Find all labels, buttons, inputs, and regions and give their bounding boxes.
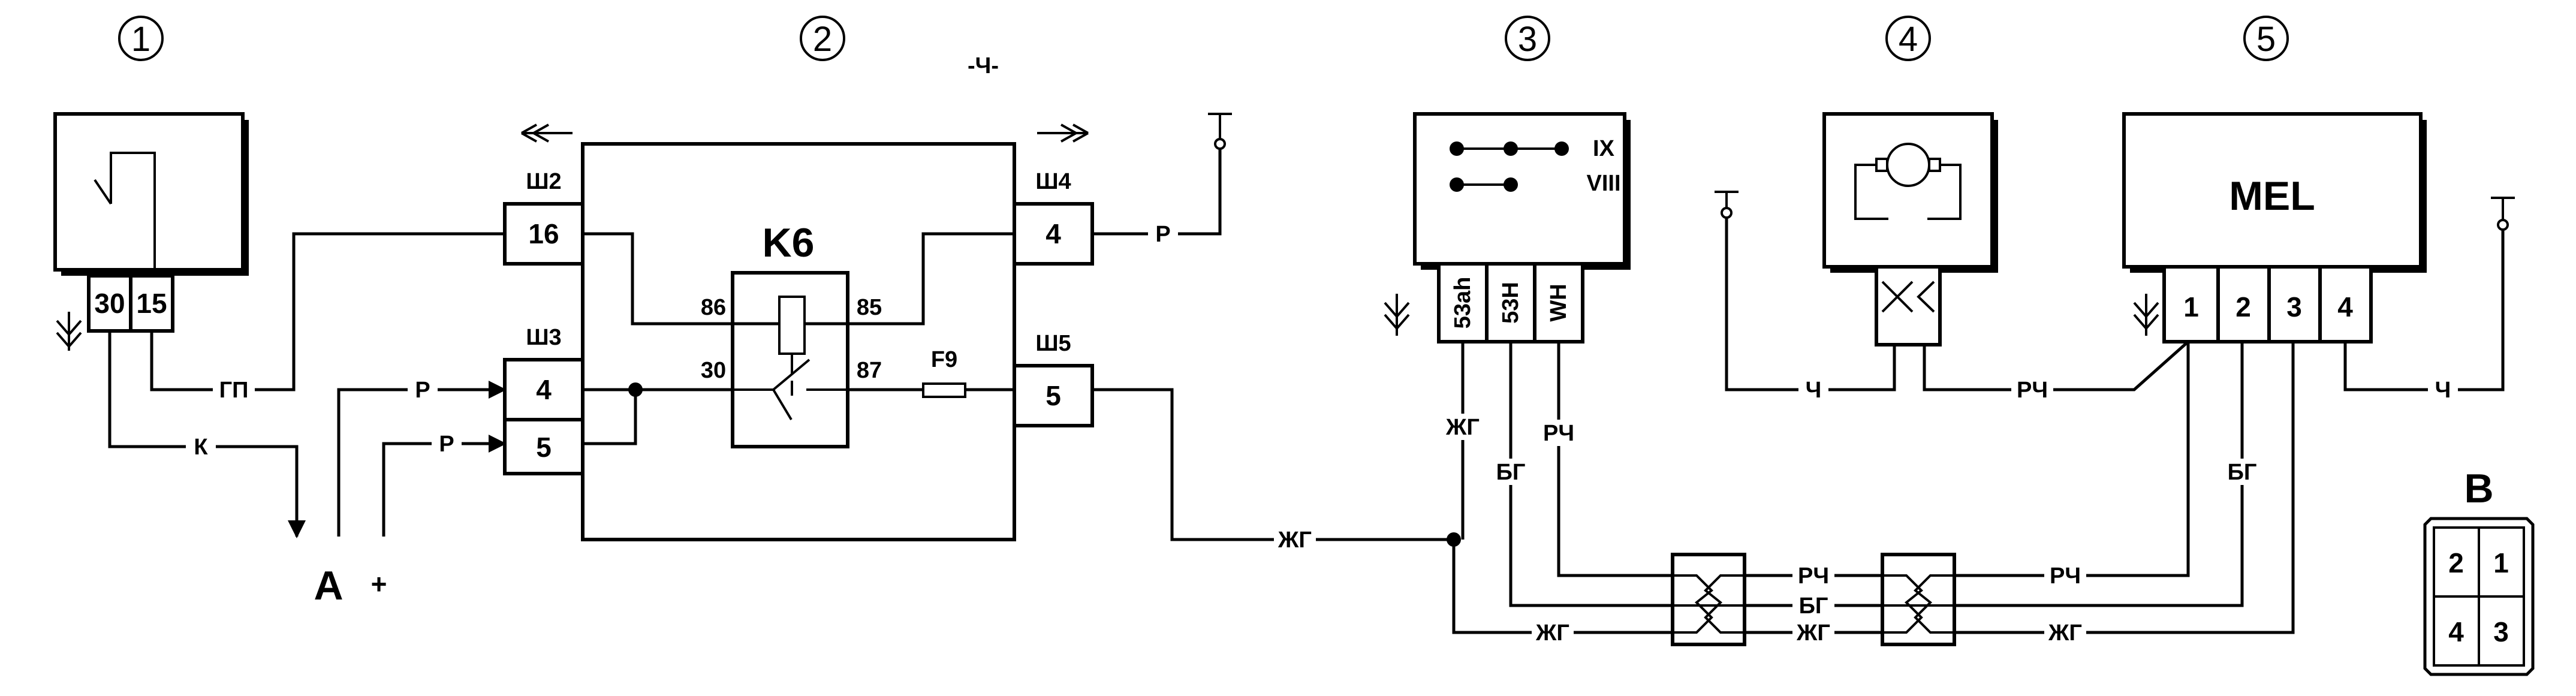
component-4-label: 4 — [1899, 20, 1918, 59]
connector-sh4-pin-label: 4 — [1046, 218, 1061, 249]
relay-pin-85: 85 — [857, 295, 882, 320]
mel-label: MEL — [2229, 173, 2315, 219]
mel-terminal-1-label: 1 — [2183, 291, 2199, 323]
terminal-53h — [1485, 262, 1536, 344]
connector-sh3-label: Ш3 — [526, 325, 561, 350]
wire-label-r-2: Р — [439, 432, 454, 457]
connector-sh2-label: Ш2 — [526, 169, 561, 194]
component-2-relay-block: Ш2 16 Ш3 4 5 Ш4 4 Ш5 5 K6 86 85 30 87 F9 — [503, 123, 1094, 541]
relay-k6 — [731, 271, 849, 448]
position-viii: VIII — [1586, 171, 1620, 196]
inline-connector-1 — [1671, 553, 1746, 646]
connector-sh3-pin-5 — [503, 418, 585, 475]
position-ix: IX — [1593, 136, 1615, 161]
plug-pin-4: 4 — [2448, 616, 2464, 647]
inline-connector-2 — [1881, 553, 1956, 646]
wire-label-zhg-2: ЖГ — [1445, 415, 1480, 440]
connector-sh4-pin-4 — [1013, 202, 1094, 266]
component-4-number: 4 — [1885, 16, 1931, 61]
connector-sh3-pin-5-label: 5 — [536, 432, 552, 463]
ground-symbol-5 — [2133, 294, 2159, 336]
component-3-wiper-switch: IX VIII 53ah 53H WH — [1384, 112, 1631, 344]
top-wire-label: -Ч- — [968, 53, 999, 79]
connector-sh3-pin-4-label: 4 — [536, 374, 552, 405]
relay-pin-30: 30 — [701, 358, 726, 383]
wire-label-rch-4: РЧ — [2017, 378, 2048, 403]
wire-label-r-1: Р — [415, 378, 430, 403]
relay-pin-87: 87 — [857, 358, 882, 383]
wires-component-3: ЖГ БГ РЧ ЖГ — [1442, 342, 1673, 646]
wires-between-connectors: РЧ БГ ЖГ РЧ ЖГ БГ — [1745, 342, 2295, 646]
ground-symbol-3 — [1384, 294, 1410, 336]
wire-label-rch-1: РЧ — [1543, 421, 1574, 446]
mel-terminal-1 — [2162, 265, 2220, 344]
wire-label-zhg-1: ЖГ — [1278, 528, 1312, 553]
mel-terminal-3-label: 3 — [2286, 291, 2302, 323]
plug-pin-1: 1 — [2493, 547, 2509, 579]
terminal-a-label: A — [314, 563, 343, 608]
component-4-motor: Ч РЧ — [1715, 112, 2189, 403]
connector-sh5-pin-5 — [1013, 364, 1094, 427]
component-5-mel: MEL 1 2 3 4 Ч — [2122, 112, 2515, 403]
wire-label-rch-3: РЧ — [2050, 564, 2081, 589]
connector-sh3-pin-4 — [503, 358, 585, 421]
component-1-label: 1 — [131, 20, 150, 59]
component-3-number: 3 — [1505, 16, 1550, 61]
connector-sh4-label: Ш4 — [1035, 169, 1071, 194]
fuse-f9-label: F9 — [931, 347, 957, 372]
relay-k6-label: K6 — [763, 220, 815, 266]
terminal-wh-label: WH — [1546, 284, 1571, 321]
relay-pin-86: 86 — [701, 295, 726, 320]
wire-label-r-3: Р — [1155, 222, 1170, 247]
mel-terminal-2-label: 2 — [2235, 291, 2251, 323]
wire-label-zhg-5: ЖГ — [2048, 620, 2082, 646]
mel-terminal-2 — [2216, 265, 2271, 344]
plug-pin-3: 3 — [2493, 616, 2509, 647]
terminal-53h-label: 53H — [1498, 282, 1523, 324]
wire-label-bg-2: БГ — [1799, 593, 1828, 619]
wire-label-zhg-3: ЖГ — [1535, 620, 1569, 646]
wire-label-k: К — [194, 435, 208, 460]
motor-connector — [1875, 265, 1942, 347]
plus-sign: + — [371, 568, 387, 599]
component-2-label: 2 — [813, 20, 832, 59]
wire-label-gp: ГП — [219, 378, 249, 403]
wire-label-bg-1: БГ — [1496, 460, 1526, 485]
wires-component-2-out: Р ЖГ — [1092, 113, 1454, 553]
component-2-number: 2 — [800, 16, 845, 61]
connector-sh5-pin-label: 5 — [1046, 380, 1061, 411]
terminal-15-label: 15 — [136, 288, 167, 319]
component-5-number: 5 — [2243, 16, 2289, 61]
connector-sh5-label: Ш5 — [1035, 331, 1071, 356]
plug-view-title: B — [2464, 466, 2493, 511]
ground-symbol — [56, 312, 82, 351]
component-1-switch: 30 15 — [53, 112, 249, 351]
connector-sh2-pin-label: 16 — [528, 218, 559, 249]
component-3-label: 3 — [1518, 20, 1537, 59]
component-numbers: 1 2 3 4 5 — [118, 16, 2289, 61]
terminal-53ah-label: 53ah — [1450, 277, 1475, 329]
component-1-number: 1 — [118, 16, 164, 61]
wire-label-ch-2: Ч — [2435, 378, 2451, 403]
wire-label-zhg-4: ЖГ — [1796, 620, 1830, 646]
terminal-30-label: 30 — [94, 288, 125, 319]
wire-label-bg-3: БГ — [2228, 460, 2257, 485]
plug-view-b: B 2 1 4 3 — [2423, 466, 2535, 676]
mel-terminal-4-label: 4 — [2337, 291, 2353, 323]
wire-label-rch-2: РЧ — [1798, 564, 1829, 589]
plug-pin-2: 2 — [2448, 547, 2464, 579]
wire-label-ch-1: Ч — [1806, 378, 1822, 403]
component-5-label: 5 — [2256, 20, 2276, 59]
